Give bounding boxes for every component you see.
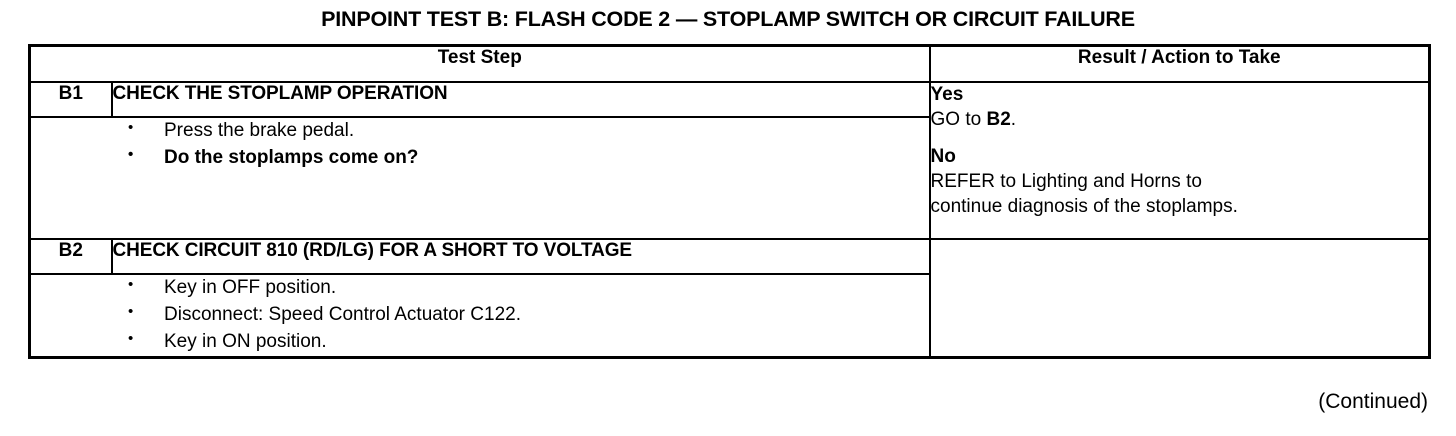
list-item: Disconnect: Speed Control Actuator C122. <box>128 301 929 329</box>
result-cell-b2 <box>928 237 1431 359</box>
result-answer-no: No <box>930 146 956 168</box>
step-heading-b1: CHECK THE STOPLAMP OPERATION <box>110 81 931 118</box>
pinpoint-test-table: Test Step Result / Action to Take B1 CHE… <box>28 44 1432 359</box>
table-row: B1 CHECK THE STOPLAMP OPERATION Yes GO t… <box>28 81 1431 240</box>
list-item: Do the stoplamps come on? <box>128 144 929 172</box>
continued-note: (Continued) <box>1318 390 1428 413</box>
result-cell-b1: Yes GO to B2. No REFER to Lighting and H… <box>928 81 1431 240</box>
step-id-b2: B2 <box>28 238 113 275</box>
result-action-yes: GO to B2. <box>931 108 1429 133</box>
step-heading-b2: CHECK CIRCUIT 810 (RD/LG) FOR A SHORT TO… <box>110 238 931 275</box>
table-row: Key in OFF position. Disconnect: Speed C… <box>28 272 1430 359</box>
step-body-b1: Press the brake pedal. Do the stoplamps … <box>28 116 931 240</box>
list-item: Key in ON position. <box>128 328 929 356</box>
step-body-b2: Key in OFF position. Disconnect: Speed C… <box>28 272 931 359</box>
table-row: Press the brake pedal. Do the stoplamps … <box>28 116 1430 240</box>
result-answer-yes: Yes <box>930 84 964 105</box>
bullet-list-b2: Key in OFF position. Disconnect: Speed C… <box>31 274 929 356</box>
result-block-yes: Yes GO to B2. <box>931 83 1429 132</box>
list-item: Key in OFF position. <box>128 274 929 302</box>
result-action-no-line1: REFER to Lighting and Horns to <box>930 171 1202 193</box>
bullet-list-b1: Press the brake pedal. Do the stoplamps … <box>31 117 929 172</box>
result-action-yes-suffix: . <box>1010 108 1017 130</box>
result-action-yes-ref: B2 <box>986 108 1011 130</box>
table-row: B2 CHECK CIRCUIT 810 (RD/LG) FOR A SHORT… <box>28 237 1431 359</box>
page-title: PINPOINT TEST B: FLASH CODE 2 — STOPLAMP… <box>321 7 1135 31</box>
column-header-result-action: Result / Action to Take <box>928 44 1431 83</box>
list-item: Press the brake pedal. <box>128 117 929 145</box>
result-block-no: No REFER to Lighting and Horns to contin… <box>931 145 1429 219</box>
result-action-no-line2: continue diagnosis of the stoplamps. <box>930 195 1238 217</box>
step-id-b1: B1 <box>28 81 113 118</box>
column-header-test-step: Test Step <box>28 44 931 83</box>
result-action-yes-prefix: GO to <box>930 108 987 130</box>
table-header-row: Test Step Result / Action to Take <box>28 44 1431 83</box>
